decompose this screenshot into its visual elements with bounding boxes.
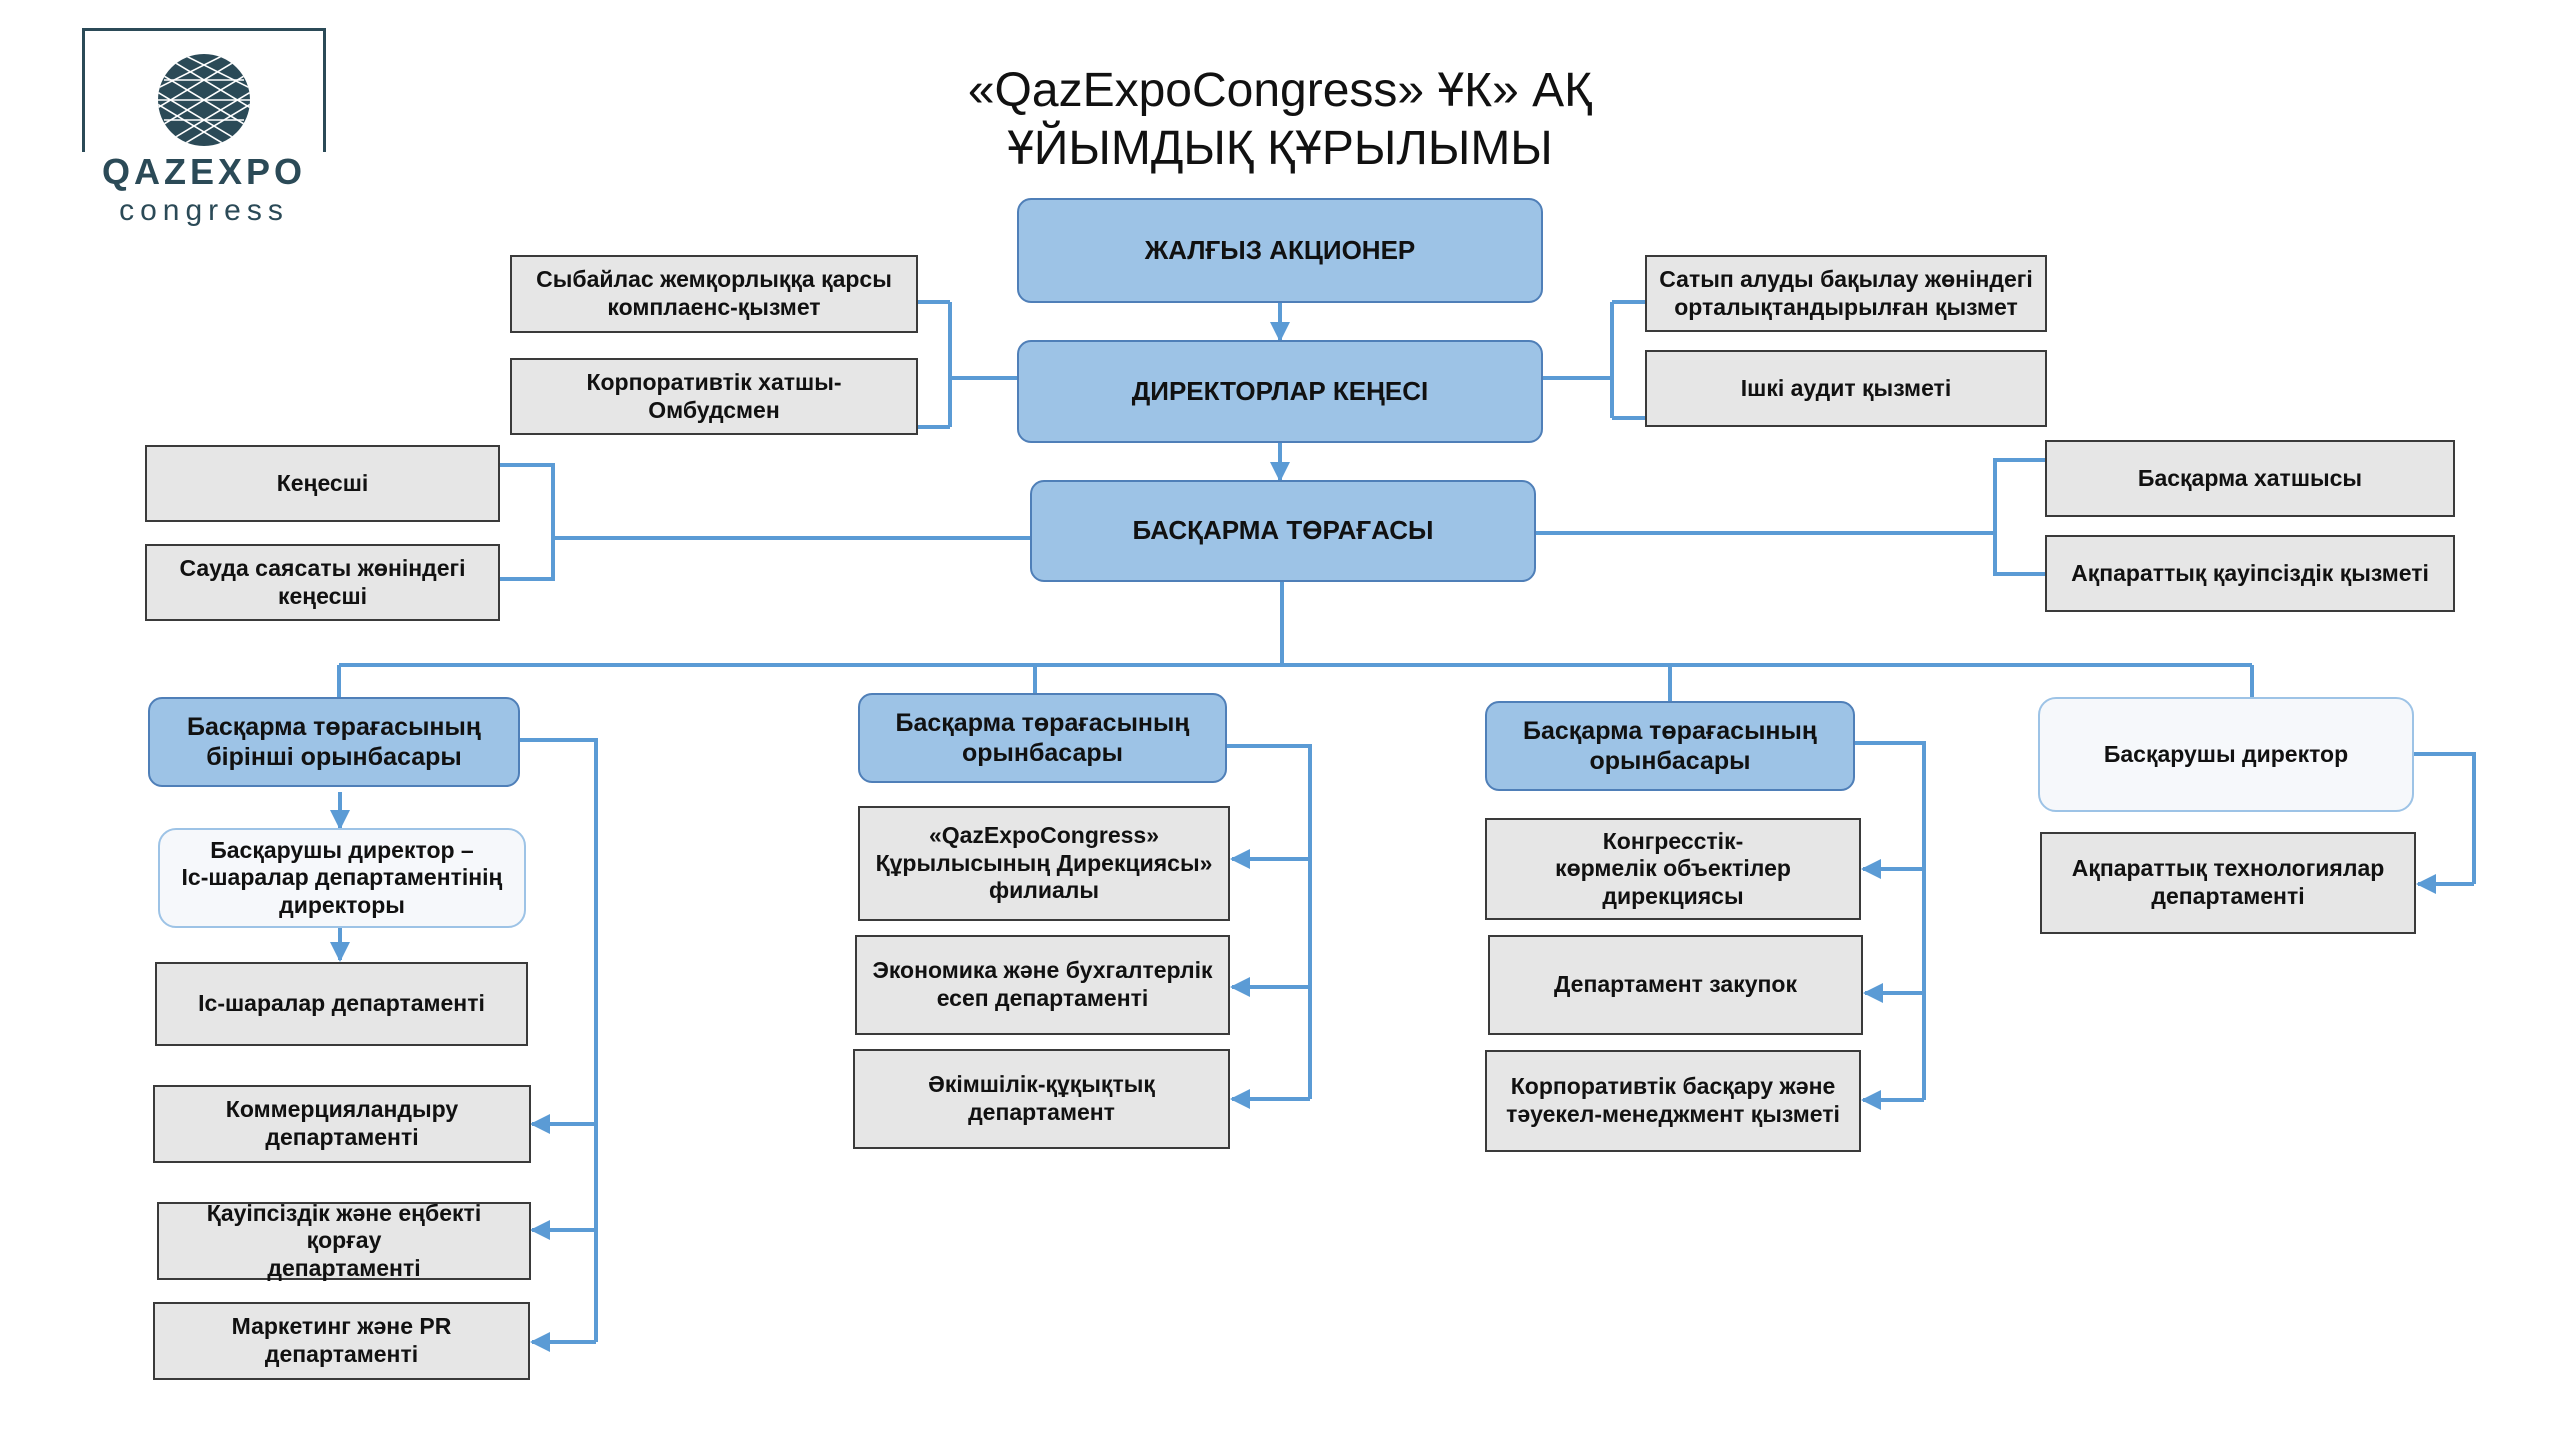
node-procurement-control: Сатып алуды бақылау жөніндегі орталықтан… — [1645, 255, 2047, 332]
logo-wordmark: QAZEXPO — [82, 152, 326, 192]
node-congress-exhibition-directorate: Конгресстік- көрмелік объектілер дирекци… — [1485, 818, 1861, 920]
node-internal-audit: Ішкі аудит қызметі — [1645, 350, 2047, 427]
node-deputy-chairman-2: Басқарма төрағасының орынбасары — [1485, 701, 1855, 791]
node-economy-accounting-department: Экономика және бухгалтерлік есеп департа… — [855, 935, 1230, 1035]
logo-frame — [82, 28, 326, 178]
node-md-events-director: Басқарушы директор – Іс-шаралар департам… — [158, 828, 526, 928]
node-marketing-pr-department: Маркетинг және PR департаменті — [153, 1302, 530, 1380]
node-sole-shareholder: ЖАЛҒЫЗ АКЦИОНЕР — [1017, 198, 1543, 303]
node-advisor: Кеңесші — [145, 445, 500, 522]
node-procurement-department: Департамент закупок — [1488, 935, 1863, 1035]
node-commercialization-department: Коммерцияландыру департаменті — [153, 1085, 531, 1163]
node-anticorruption-compliance: Сыбайлас жемқорлыққа қарсы комплаенс-қыз… — [510, 255, 918, 333]
node-governance-risk-service: Корпоративтік басқару және тәуекел-менед… — [1485, 1050, 1861, 1152]
node-first-deputy-chairman: Басқарма төрағасының бірінші орынбасары — [148, 697, 520, 787]
node-events-department: Іс-шаралар департаменті — [155, 962, 528, 1046]
node-board-of-directors: ДИРЕКТОРЛАР КЕҢЕСІ — [1017, 340, 1543, 443]
node-information-security: Ақпараттық қауіпсіздік қызметі — [2045, 535, 2455, 612]
logo-subtitle: congress — [119, 194, 289, 227]
node-it-department: Ақпараттық технологиялар департаменті — [2040, 832, 2416, 934]
node-admin-legal-department: Әкімшілік-құқықтық департамент — [853, 1049, 1230, 1149]
qazexpo-logo: QAZEXPO congress — [82, 28, 326, 227]
node-trade-policy-advisor: Сауда саясаты жөніндегі кеңесші — [145, 544, 500, 621]
node-corporate-secretary: Корпоративтік хатшы- Омбудсмен — [510, 358, 918, 435]
node-board-secretary: Басқарма хатшысы — [2045, 440, 2455, 517]
node-construction-directorate: «QazExpoCongress» Құрылысының Дирекциясы… — [858, 806, 1230, 921]
globe-icon — [158, 54, 250, 146]
node-chairman-of-board: БАСҚАРМА ТӨРАҒАСЫ — [1030, 480, 1536, 582]
page-title: «QazExpoCongress» ҰК» АҚ ҰЙЫМДЫҚ ҚҰРЫЛЫМ… — [967, 64, 1593, 175]
node-managing-director: Басқарушы директор — [2038, 697, 2414, 812]
node-safety-department: Қауіпсіздік және еңбекті қорғау департам… — [157, 1200, 531, 1281]
node-deputy-chairman-1: Басқарма төрағасының орынбасары — [858, 693, 1227, 783]
